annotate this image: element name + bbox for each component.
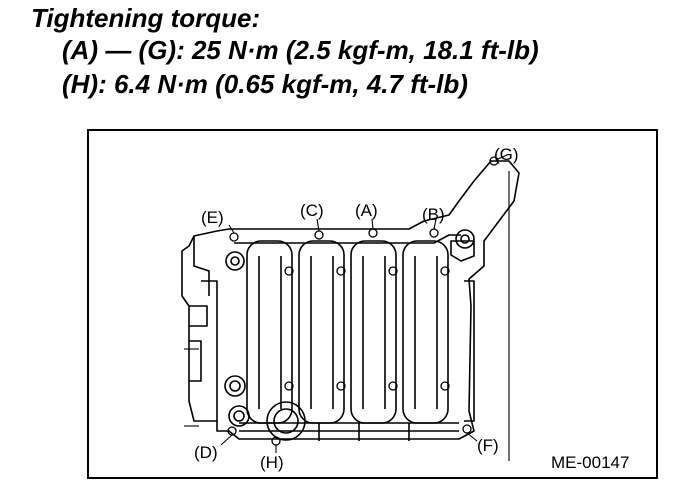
bolt-e (229, 232, 239, 242)
block-outline (181, 160, 520, 440)
cylinder-block-figure: (E) (C) (A) (B) (G) (D) (F) (H) ME-00147 (87, 129, 658, 479)
oil-boss-outer (266, 401, 306, 441)
figure-id: ME-00147 (551, 453, 629, 472)
right-boss (450, 240, 475, 262)
bolt-b (429, 228, 439, 238)
bolt-a (368, 228, 378, 238)
callout-c: (C) (300, 201, 324, 220)
cylinder-block-drawing: (E) (C) (A) (B) (G) (D) (F) (H) ME-00147 (181, 145, 629, 472)
callout-h: (H) (260, 453, 284, 472)
bolt-g (489, 156, 499, 166)
oil-boss-inner (273, 408, 299, 434)
top-rail (234, 234, 461, 244)
bolt-c (314, 230, 324, 240)
callout-b: (B) (422, 205, 445, 224)
spec-line-h: (H): 6.4 N·m (0.65 kgf-m, 4.7 ft-lb) (62, 69, 468, 99)
callout-a: (A) (355, 201, 378, 220)
callout-d: (D) (194, 443, 218, 462)
callout-e: (E) (201, 208, 224, 227)
callout-g: (G) (494, 145, 519, 164)
callouts: (E) (C) (A) (B) (G) (D) (F) (H) (194, 145, 519, 472)
spec-line-a-g: (A) — (G): 25 N·m (2.5 kgf-m, 18.1 ft-lb… (62, 35, 539, 65)
callout-f: (F) (477, 436, 499, 455)
spec-title: Tightening torque: (31, 3, 261, 33)
bolt-f (462, 424, 472, 434)
